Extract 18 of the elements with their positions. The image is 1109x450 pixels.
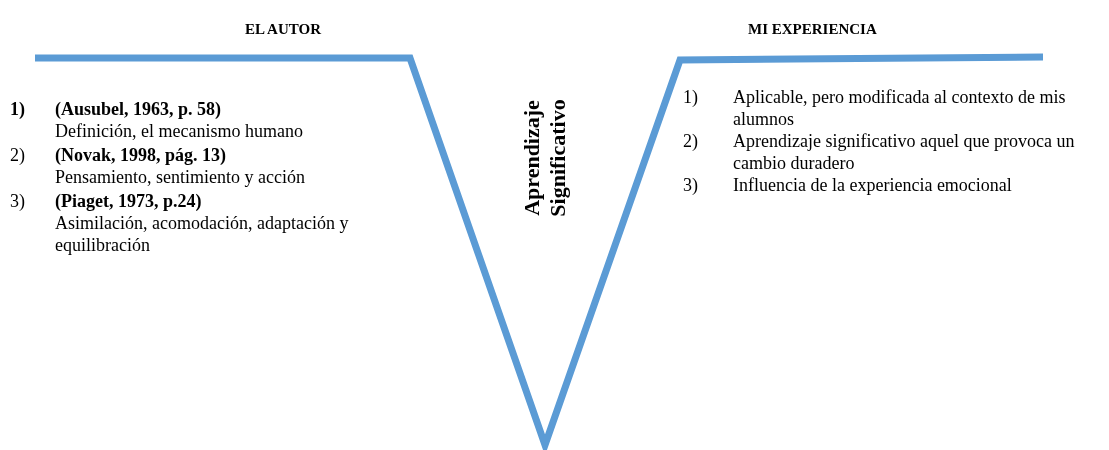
item-text: Influencia de la experiencia emocional — [733, 174, 1013, 196]
list-number: 2) — [683, 130, 699, 152]
list-number: 2) — [10, 144, 26, 166]
column-heading: EL AUTOR — [245, 20, 321, 39]
item-text: Aprendizaje significativo aquel que provoca un cambio duradero — [733, 130, 1076, 174]
list-number: 1) — [10, 98, 26, 120]
v-center-title: Aprendizaje Significativo — [519, 98, 571, 219]
item-text: Aplicable, pero modificada al contexto de mis alumnos — [733, 86, 1067, 130]
list-number: 3) — [10, 190, 26, 212]
citation-text: (Novak, 1998, pág. 13) — [55, 144, 227, 166]
list-number: 1) — [683, 86, 699, 108]
list-number: 3) — [683, 174, 699, 196]
item-text: Asimilación, acomodación, adaptación y equilibración — [55, 212, 350, 256]
citation-text: (Ausubel, 1963, p. 58) — [55, 98, 223, 120]
item-text: Definición, el mecanismo humano — [55, 120, 304, 142]
item-text: Pensamiento, sentimiento y acción — [55, 166, 306, 188]
column-heading: MI EXPERIENCIA — [748, 20, 877, 39]
citation-text: (Piaget, 1973, p.24) — [55, 190, 203, 212]
